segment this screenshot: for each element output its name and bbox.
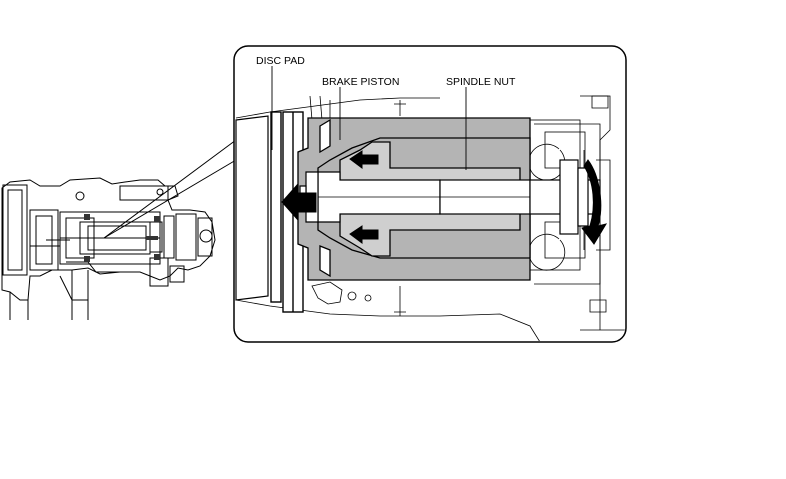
leader-lines	[271, 66, 467, 170]
brake-piston-label: BRAKE PISTON	[322, 76, 399, 88]
rotation-arrow-icon	[581, 159, 608, 245]
arrow-left-icon	[349, 225, 379, 244]
disc-rotor	[235, 115, 269, 301]
spindle-nut-label: SPINDLE NUT	[446, 76, 516, 88]
arrow-left-icon	[349, 150, 379, 169]
spindle-nut	[299, 171, 531, 223]
caliper-details	[84, 214, 160, 262]
disc-pad-label: DISC PAD	[256, 55, 305, 67]
zoom-pointer	[103, 139, 237, 239]
arrow-left-icon	[281, 182, 317, 222]
caliper-overview	[1, 177, 216, 320]
detail-view: DISC PAD BRAKE PISTON SPINDLE NUT	[233, 45, 627, 343]
